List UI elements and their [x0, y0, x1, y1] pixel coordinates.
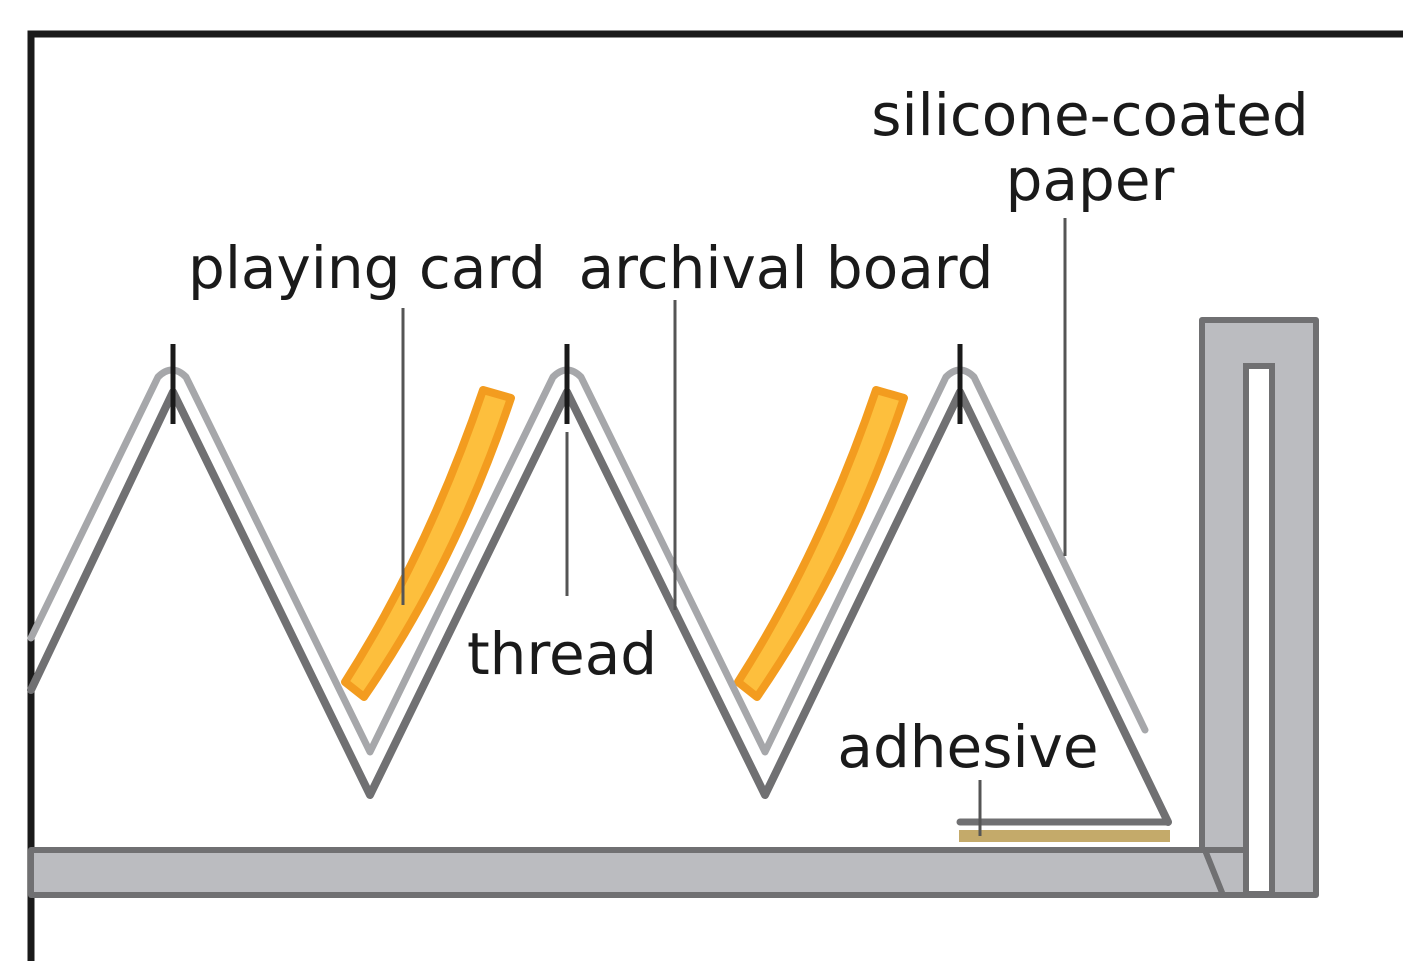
figure-frame — [27, 30, 1403, 961]
label-archival-board: archival board — [579, 234, 994, 302]
playing-card-1 — [341, 386, 515, 701]
label-thread: thread — [467, 620, 657, 688]
label-adhesive: adhesive — [837, 713, 1098, 781]
playing-card-2 — [734, 386, 908, 701]
adhesive-strip — [959, 830, 1170, 842]
base-board — [28, 847, 1226, 898]
wall-slot — [1243, 363, 1275, 897]
label-playing-card: playing card — [188, 234, 546, 302]
label-silicone-paper: paper — [1006, 146, 1175, 214]
label-silicone-coated: silicone-coated — [871, 81, 1308, 149]
